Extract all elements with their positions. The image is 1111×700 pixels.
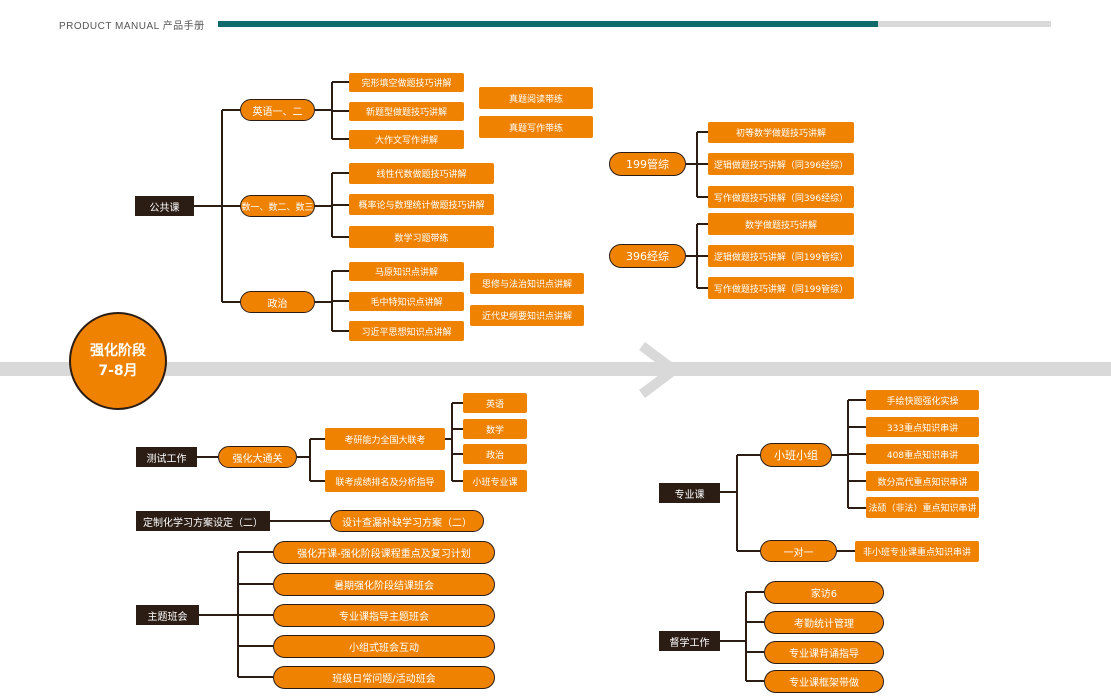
test-subject: 政治 (463, 444, 527, 464)
header-title: PRODUCT MANUAL 产品手册 (59, 21, 205, 32)
test-subject: 英语 (463, 393, 527, 413)
supervision-item: 家访6 (764, 581, 884, 604)
econ396-item: 写作做题技巧讲解（同199管综） (708, 277, 854, 299)
custom-plan-label: 定制化学习方案设定（二） (136, 511, 270, 531)
small-group-item: 手绘快题强化实操 (866, 390, 979, 410)
test-work-label: 测试工作 (136, 447, 197, 467)
econ396-item: 逻辑做题技巧讲解（同199管综） (708, 245, 854, 267)
english-extra: 真题阅读带练 (479, 87, 593, 109)
math-item: 概率论与数理统计做题技巧讲解 (349, 194, 494, 215)
custom-plan-item: 设计查漏补缺学习方案（二） (330, 510, 484, 532)
econ396-item: 数学做题技巧讲解 (708, 213, 854, 235)
one-on-one-item: 非小班专业课重点知识串讲 (855, 541, 979, 562)
english-extra: 真题写作带练 (479, 116, 593, 138)
math-item: 数学习题带练 (349, 226, 494, 248)
mgmt199-node: 199管综 (609, 152, 686, 176)
english-node: 英语一、二 (240, 99, 315, 121)
english-item: 新题型做题技巧讲解 (349, 102, 464, 121)
english-item: 大作文写作讲解 (349, 130, 464, 149)
theme-meeting-item: 小组式班会互动 (273, 635, 495, 658)
politics-extra: 近代史纲要知识点讲解 (470, 305, 584, 326)
politics-extra: 思修与法治知识点讲解 (470, 273, 584, 294)
supervision-label: 督学工作 (659, 631, 720, 651)
header-progress-fill (218, 21, 878, 27)
test-subject: 数学 (463, 419, 527, 439)
stage-badge: 强化阶段 7-8月 (69, 312, 167, 410)
small-group-node: 小班小组 (760, 443, 832, 467)
politics-node: 政治 (240, 291, 315, 313)
test-work-item: 考研能力全国大联考 (325, 428, 445, 450)
public-course-label: 公共课 (135, 196, 194, 216)
test-subject: 小班专业课 (463, 470, 527, 492)
small-group-item: 333重点知识串讲 (866, 417, 979, 437)
timeline-band (0, 362, 1111, 376)
politics-item: 毛中特知识点讲解 (349, 292, 464, 311)
supervision-item: 专业课背诵指导 (764, 641, 884, 664)
small-group-item: 数分高代重点知识串讲 (866, 471, 979, 491)
test-work-node: 强化大通关 (218, 446, 297, 468)
supervision-item: 专业课框架带做 (764, 670, 884, 693)
politics-item: 习近平思想知识点讲解 (349, 321, 464, 341)
math-item: 线性代数做题技巧讲解 (349, 163, 494, 184)
mgmt199-item: 写作做题技巧讲解（同396经综） (708, 186, 854, 208)
one-on-one-node: 一对一 (760, 540, 837, 562)
english-item: 完形填空做题技巧讲解 (349, 73, 464, 92)
chevron-right-icon (639, 342, 683, 398)
stage-name: 强化阶段 (90, 343, 146, 359)
major-course-label: 专业课 (659, 483, 720, 503)
theme-meeting-item: 班级日常问题/活动班会 (273, 666, 495, 689)
theme-meeting-item: 强化开课-强化阶段课程重点及复习计划 (273, 541, 495, 564)
small-group-item: 法硕（非法）重点知识串讲 (866, 497, 979, 518)
theme-meeting-item: 暑期强化阶段结课班会 (273, 573, 495, 596)
politics-item: 马原知识点讲解 (349, 262, 464, 281)
test-work-item: 联考成绩排名及分析指导 (325, 470, 445, 492)
theme-meeting-item: 专业课指导主题班会 (273, 604, 495, 627)
mgmt199-item: 逻辑做题技巧讲解（同396经综） (708, 153, 854, 175)
stage-months: 7-8月 (98, 363, 138, 379)
mgmt199-item: 初等数学做题技巧讲解 (708, 122, 854, 143)
supervision-item: 考勤统计管理 (764, 611, 884, 634)
math-node: 数一、数二、数三 (240, 195, 315, 217)
theme-meeting-label: 主题班会 (136, 605, 199, 625)
small-group-item: 408重点知识串讲 (866, 444, 979, 464)
econ396-node: 396经综 (609, 244, 686, 268)
